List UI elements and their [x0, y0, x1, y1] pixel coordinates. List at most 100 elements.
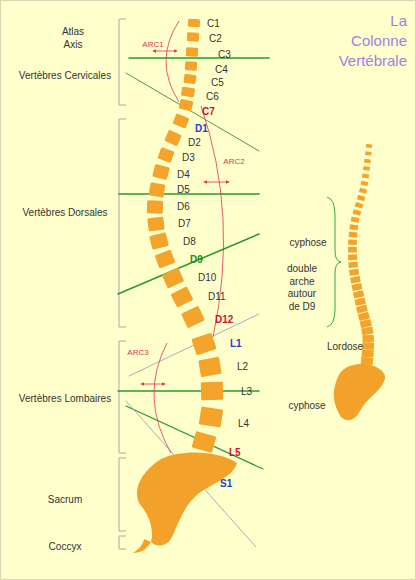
vertebra-name: Atlas — [62, 26, 84, 37]
vertebra-body — [164, 130, 182, 147]
curvature-arc — [154, 343, 171, 453]
vertebra-label: D2 — [188, 137, 201, 148]
vertebra-body — [191, 333, 216, 356]
curvature-brace — [327, 197, 341, 327]
vertebra-body — [181, 87, 195, 98]
vertebra-label: L5 — [229, 447, 241, 458]
mini-vertebra — [351, 283, 362, 291]
double-arrow — [204, 182, 229, 183]
vertebra-body — [157, 147, 174, 163]
curvature-arc — [201, 106, 224, 337]
mini-vertebra — [348, 239, 357, 245]
vertebra-body — [192, 431, 217, 453]
mini-sacrum — [334, 364, 385, 420]
vertebra-label: D5 — [177, 184, 190, 195]
vertebra-body — [155, 249, 176, 268]
sacrum-bone — [137, 453, 237, 546]
region-name: Vertèbres Cervicales — [19, 70, 111, 81]
mini-vertebra — [362, 342, 374, 350]
coccyx-bone — [133, 539, 151, 553]
horizontal-line — [118, 390, 259, 392]
diagram-title: La Colonne Vertébrale — [339, 11, 407, 71]
mini-vertebra — [364, 159, 371, 163]
vertebra-body — [147, 217, 164, 232]
mini-vertebra — [360, 319, 372, 328]
curvature-label: cyphose — [289, 237, 326, 248]
mini-vertebra — [361, 327, 373, 336]
mini-vertebra — [357, 195, 365, 201]
region-name: Coccyx — [49, 541, 82, 552]
horizontal-line — [129, 57, 269, 59]
mini-vertebra — [354, 298, 365, 306]
vertebra-body — [179, 99, 194, 112]
vertebra-body — [198, 357, 222, 377]
vertebra-label: L3 — [241, 386, 252, 397]
mini-vertebra — [352, 209, 361, 216]
vertebra-label: S1 — [220, 478, 232, 489]
region-name: Vertèbres Lombaires — [19, 393, 111, 404]
mini-vertebra — [362, 173, 369, 178]
vertebra-label: D6 — [177, 201, 190, 212]
axis-line — [118, 234, 259, 294]
mini-vertebra — [348, 247, 357, 252]
vertebra-label: L4 — [238, 418, 249, 429]
vertebra-label: D4 — [177, 169, 190, 180]
region-brackets — [119, 19, 126, 549]
curvature-arcs — [141, 21, 229, 453]
region-bracket — [119, 341, 126, 453]
vertebra-label: L1 — [230, 338, 242, 349]
arc-label: ARC2 — [223, 158, 244, 167]
double-arrow — [141, 384, 165, 385]
vertebra-body — [186, 47, 199, 57]
axis-line — [126, 73, 259, 151]
mini-vertebra — [353, 290, 364, 298]
vertebra-body — [172, 113, 189, 128]
curvature-label: Lordose — [327, 341, 363, 352]
reference-lines — [118, 58, 269, 547]
vertebra-label: D10 — [198, 272, 216, 283]
vertebra-label: C3 — [218, 49, 231, 60]
vertebra-label: D8 — [183, 236, 196, 247]
curvature-label: cyphose — [288, 400, 325, 411]
axis-line — [126, 401, 256, 547]
vertebra-body — [185, 61, 198, 71]
mini-vertebra — [350, 276, 361, 284]
region-name: Vertèbres Dorsales — [22, 207, 107, 218]
mini-vertebra — [365, 151, 372, 155]
mini-vertebra — [349, 224, 358, 230]
spine-column — [147, 19, 223, 453]
vertebra-body — [184, 74, 197, 84]
vertebra-body — [187, 32, 200, 42]
mini-vertebra — [348, 261, 358, 268]
vertebra-body — [201, 382, 223, 400]
curvature-label: double arche autour de D9 — [287, 263, 317, 313]
vertebra-name: Axis — [64, 39, 83, 50]
mini-vertebra — [363, 166, 370, 171]
vertebra-label: D12 — [215, 314, 233, 325]
mini-vertebra — [362, 349, 374, 357]
vertebra-label: D3 — [182, 152, 195, 163]
vertebra-label: C7 — [202, 106, 215, 117]
region-bracket — [119, 536, 126, 549]
mini-spine — [348, 144, 374, 365]
mini-vertebra — [348, 254, 357, 260]
vertebra-body — [147, 200, 163, 213]
vertebra-body — [162, 267, 185, 288]
region-bracket — [119, 458, 126, 531]
mini-vertebra — [366, 144, 372, 148]
vertebra-body — [171, 286, 194, 308]
vertebra-label: D11 — [208, 291, 226, 302]
mini-vertebra — [349, 232, 358, 238]
vertebra-body — [152, 164, 170, 180]
region-bracket — [119, 19, 126, 105]
vertebra-body — [188, 19, 201, 28]
mini-vertebra — [349, 269, 359, 276]
mini-vertebra — [361, 181, 369, 186]
curvature-arc — [166, 21, 179, 102]
vertebra-label: C1 — [207, 18, 220, 29]
vertebra-label: D7 — [178, 218, 191, 229]
region-name: Sacrum — [48, 494, 82, 505]
mini-vertebra — [355, 202, 364, 209]
